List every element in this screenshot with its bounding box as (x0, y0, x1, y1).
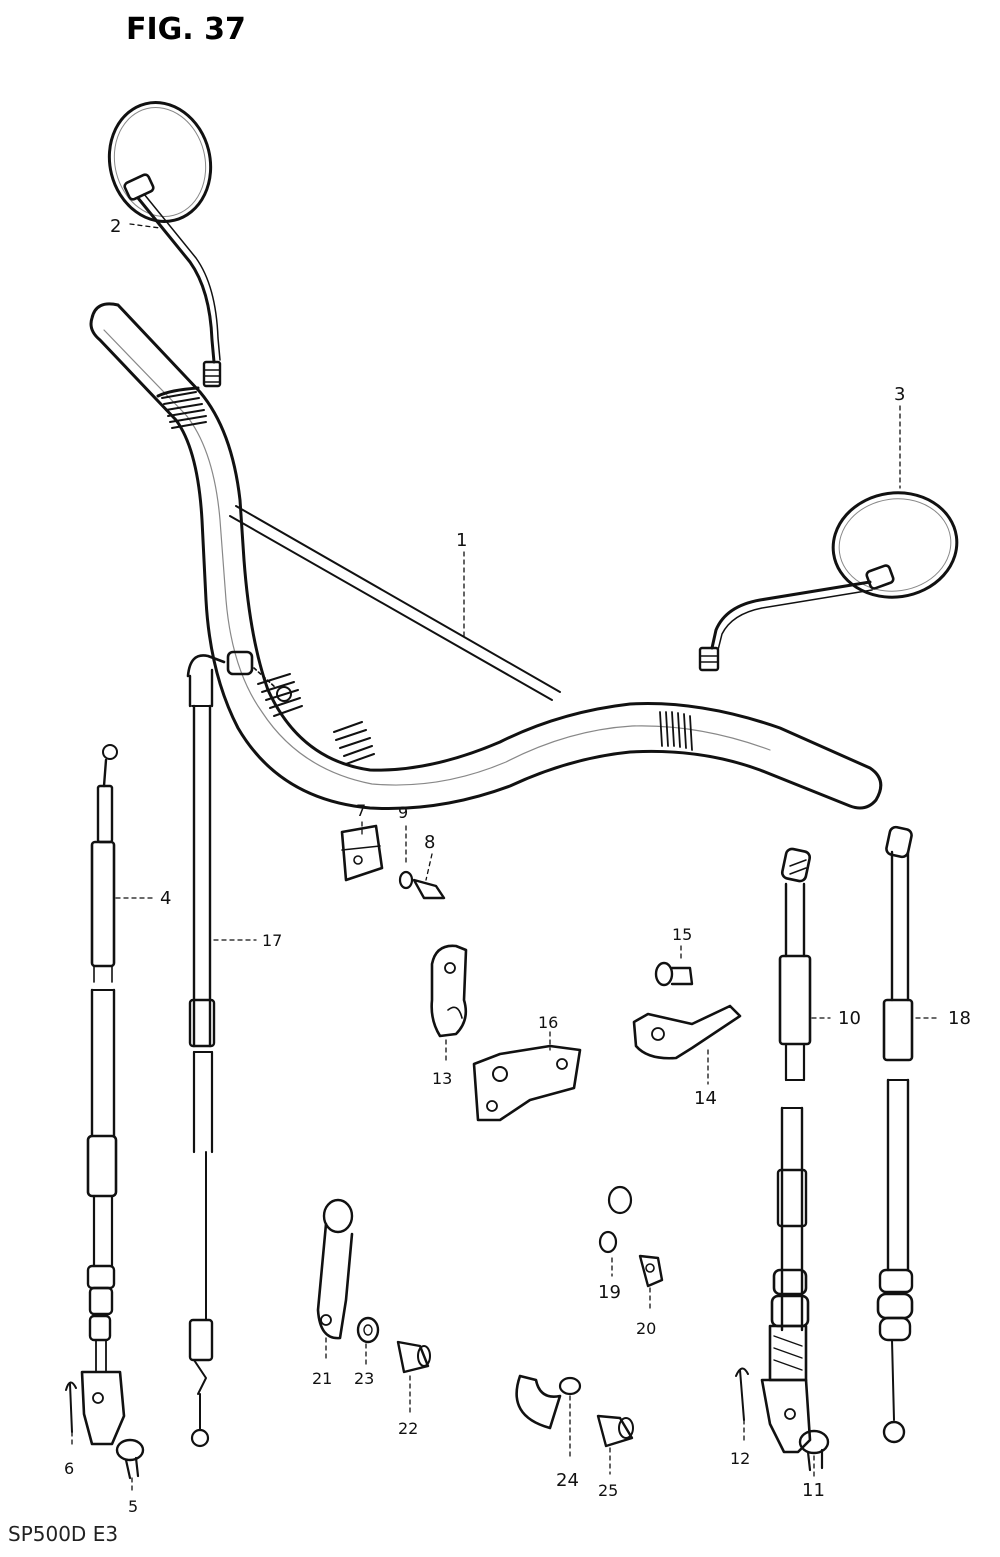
callout-4: 4 (160, 888, 171, 909)
cable-10 (760, 847, 812, 1454)
screw-8 (412, 878, 446, 900)
knurl-right (659, 711, 693, 751)
callout-1: 1 (456, 530, 467, 551)
callout-25: 25 (598, 1481, 618, 1500)
callout-24: 24 (556, 1470, 579, 1491)
bracket-21 (316, 1198, 354, 1340)
callout-10: 10 (838, 1008, 861, 1029)
callout-23: 23 (354, 1369, 374, 1388)
bracket-13 (430, 944, 468, 1038)
callout-16: 16 (538, 1013, 558, 1032)
callout-9: 9 (398, 803, 408, 822)
handlebar-crossbar (229, 505, 561, 701)
nut-23 (356, 1316, 380, 1344)
screw-15 (654, 961, 694, 987)
callout-2: 2 (110, 216, 121, 237)
callout-labels: 1 2 3 4 6 5 7 8 9 10 11 12 13 14 15 16 1… (64, 216, 971, 1516)
handlebar (89, 302, 883, 810)
clamp-7 (340, 824, 384, 882)
callout-11: 11 (802, 1480, 825, 1501)
cable-18 (876, 825, 914, 1444)
mirror-left (107, 101, 222, 388)
callout-8: 8 (424, 832, 435, 853)
mirror-right (698, 491, 959, 672)
bracket-14 (632, 1004, 742, 1060)
knurl-lower-left (257, 673, 375, 765)
callout-15: 15 (672, 925, 692, 944)
figure-title: FIG. 37 (126, 12, 246, 47)
cotter-pin-6 (65, 1381, 77, 1433)
callout-14: 14 (694, 1088, 717, 1109)
callout-20: 20 (636, 1319, 656, 1338)
callout-17: 17 (262, 931, 282, 950)
screw-20 (638, 1254, 664, 1288)
callout-21: 21 (312, 1369, 332, 1388)
footer-model-code: SP500D E3 (8, 1522, 119, 1546)
callout-12: 12 (730, 1449, 750, 1468)
leader-lines (71, 223, 941, 1495)
callout-22: 22 (398, 1419, 418, 1438)
callout-13: 13 (432, 1069, 452, 1088)
pin-5 (115, 1438, 145, 1480)
cable-4 (80, 744, 126, 1446)
callout-5: 5 (128, 1497, 138, 1516)
knurl-upper-left (156, 386, 207, 429)
clip-24 (515, 1374, 582, 1430)
callout-7: 7 (356, 801, 366, 820)
callout-19: 19 (598, 1282, 621, 1303)
screw-22 (396, 1340, 431, 1374)
cable-17 (186, 650, 292, 1448)
cotter-pin-12 (735, 1367, 749, 1421)
callout-3: 3 (894, 384, 905, 405)
washer-19 (598, 1185, 633, 1254)
callout-18: 18 (948, 1008, 971, 1029)
screw-25 (596, 1414, 634, 1448)
pin-11 (798, 1429, 830, 1472)
bracket-16 (472, 1044, 582, 1122)
callout-6: 6 (64, 1459, 74, 1478)
washer-9 (398, 870, 414, 890)
